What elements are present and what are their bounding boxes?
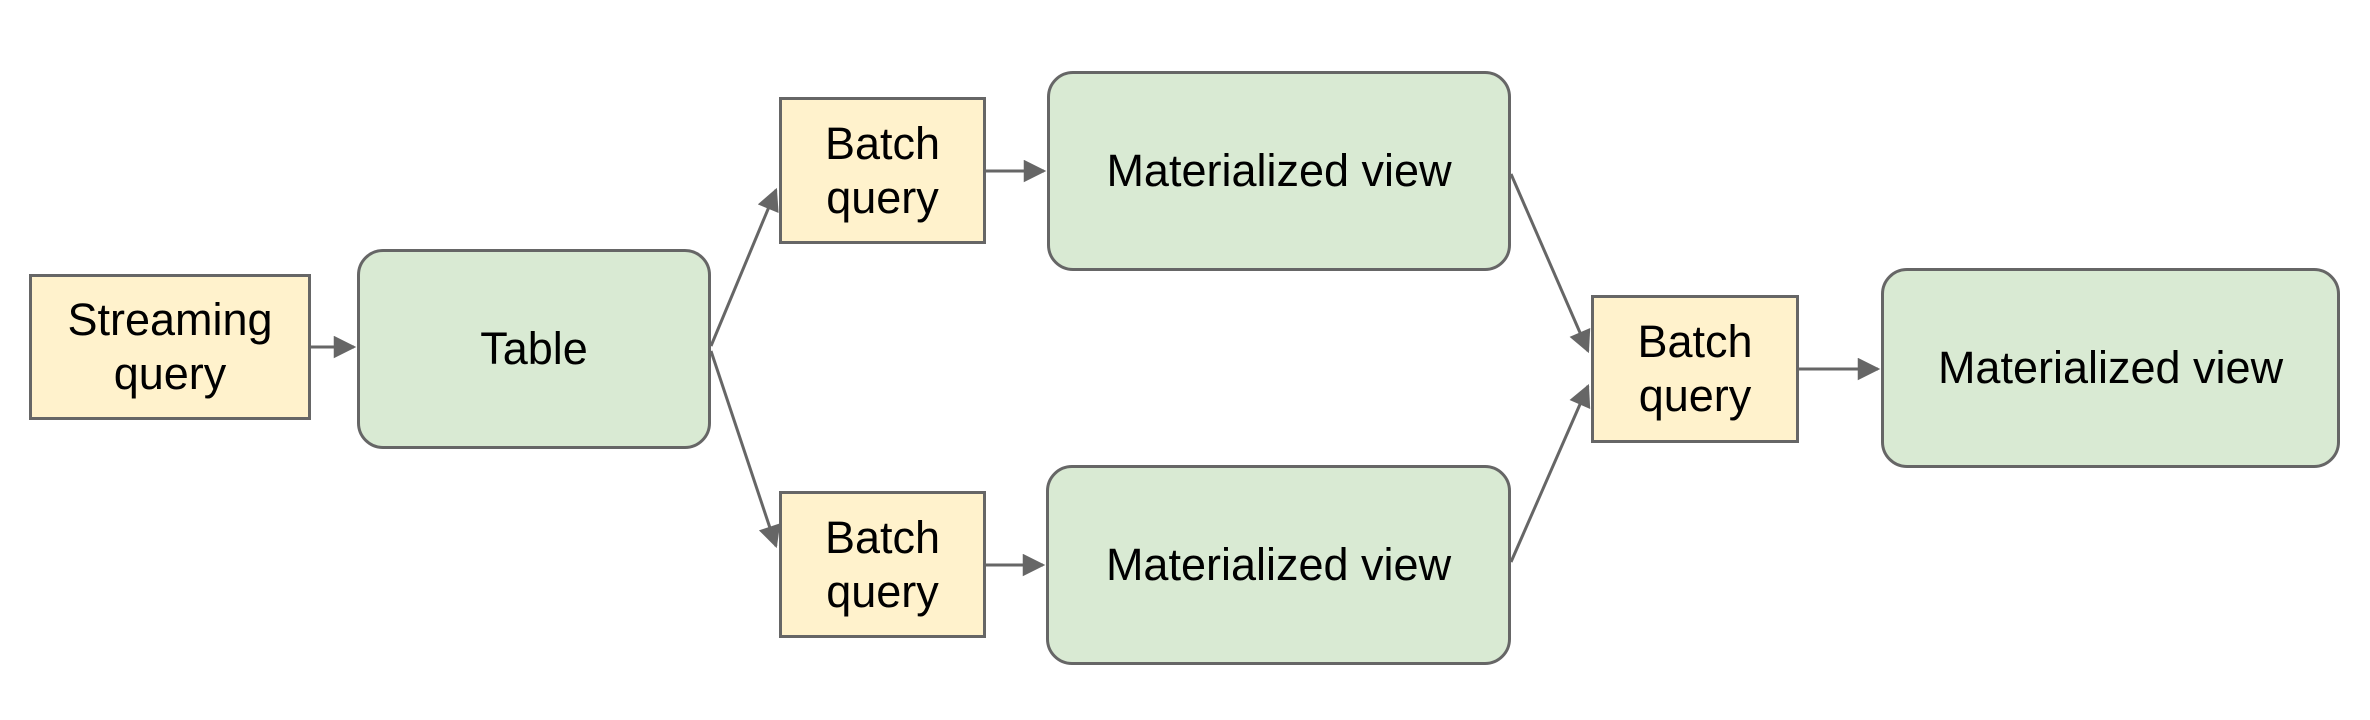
node-label: Batch query <box>824 511 941 617</box>
connector-mv-bottom-to-batch-query-right <box>1509 383 1591 563</box>
node-streaming-query: Streaming query <box>29 274 311 420</box>
connector-table-to-batch-query-top <box>709 187 779 347</box>
node-materialized-view-right: Materialized view <box>1881 268 2340 468</box>
node-label: Materialized view <box>1105 539 1452 590</box>
node-materialized-view-top: Materialized view <box>1047 71 1511 271</box>
node-label: Batch query <box>1637 316 1753 421</box>
node-materialized-view-bottom: Materialized view <box>1046 465 1511 665</box>
node-label: Batch query <box>824 117 941 223</box>
node-batch-query-bottom: Batch query <box>779 491 986 638</box>
connector-mv-top-to-batch-query-right <box>1509 173 1591 354</box>
node-label: Materialized view <box>1937 342 2284 393</box>
node-label: Table <box>480 323 588 374</box>
node-label: Materialized view <box>1106 145 1452 196</box>
node-batch-query-top: Batch query <box>779 97 986 244</box>
node-batch-query-right: Batch query <box>1591 295 1799 443</box>
connector-table-to-batch-query-bottom <box>709 350 781 549</box>
node-label: Streaming query <box>67 294 273 399</box>
node-table: Table <box>357 249 711 449</box>
